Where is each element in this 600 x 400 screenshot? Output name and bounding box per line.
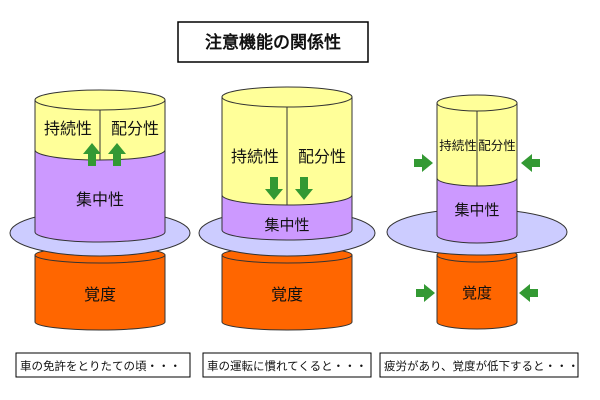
caption-box-3: 疲労があり、覚度が低下すると・・・ <box>379 352 579 378</box>
concentration-segment-2 <box>221 194 353 241</box>
arousal-cylinder-3: 覚度 <box>436 247 518 330</box>
sustainability-label-3: 持続性 <box>439 138 477 153</box>
arousal-label-1: 覚度 <box>84 285 116 304</box>
arousal-cylinder-1: 覚度 <box>34 246 166 331</box>
caption-1: 車の免許をとりたての頃・・・ <box>20 359 181 373</box>
diagram-title: 注意機能の関係性 <box>205 32 341 53</box>
column-2: 覚度 持続性 配分性 集中性 <box>198 86 376 331</box>
concentration-segment-1 <box>34 149 166 243</box>
sustainability-label-1: 持続性 <box>44 119 92 138</box>
arrow-down-icon <box>295 177 313 200</box>
distribution-label-1: 配分性 <box>111 119 159 138</box>
stacked-cylinder-2: 持続性 配分性 集中性 <box>221 86 353 241</box>
arousal-cylinder-2: 覚度 <box>221 246 353 331</box>
caption-3: 疲労があり、覚度が低下すると・・・ <box>384 359 579 373</box>
column-3: 覚度 持続性 配分性 集中性 <box>386 94 568 330</box>
concentration-label-2: 集中性 <box>264 216 309 234</box>
caption-box-1: 車の免許をとりたての頃・・・ <box>15 352 191 378</box>
arousal-label-3: 覚度 <box>462 284 492 302</box>
stacked-cylinder-1: 持続性 配分性 集中性 <box>34 89 166 243</box>
arrow-right-icon <box>416 284 435 302</box>
concentration-segment-3 <box>436 177 518 244</box>
arrow-right-icon <box>414 154 433 172</box>
column-1: 覚度 持続性 配分性 集中性 <box>9 89 191 331</box>
arrow-up-icon <box>108 143 126 166</box>
title-box: 注意機能の関係性 <box>177 21 369 63</box>
caption-box-2: 車の運転に慣れてくると・・・ <box>202 352 372 378</box>
concentration-label-3: 集中性 <box>454 201 499 219</box>
concentration-label-1: 集中性 <box>76 190 124 209</box>
distribution-label-2: 配分性 <box>298 147 346 166</box>
stacked-cylinder-3: 持続性 配分性 集中性 <box>436 94 518 244</box>
sustainability-label-2: 持続性 <box>231 147 279 166</box>
arrow-down-icon <box>265 177 283 200</box>
arousal-label-2: 覚度 <box>271 285 303 304</box>
arrow-up-icon <box>83 143 101 166</box>
arrow-left-icon <box>519 284 538 302</box>
caption-2: 車の運転に慣れてくると・・・ <box>207 359 367 373</box>
distribution-label-3: 配分性 <box>478 138 516 153</box>
arrow-left-icon <box>521 154 540 172</box>
